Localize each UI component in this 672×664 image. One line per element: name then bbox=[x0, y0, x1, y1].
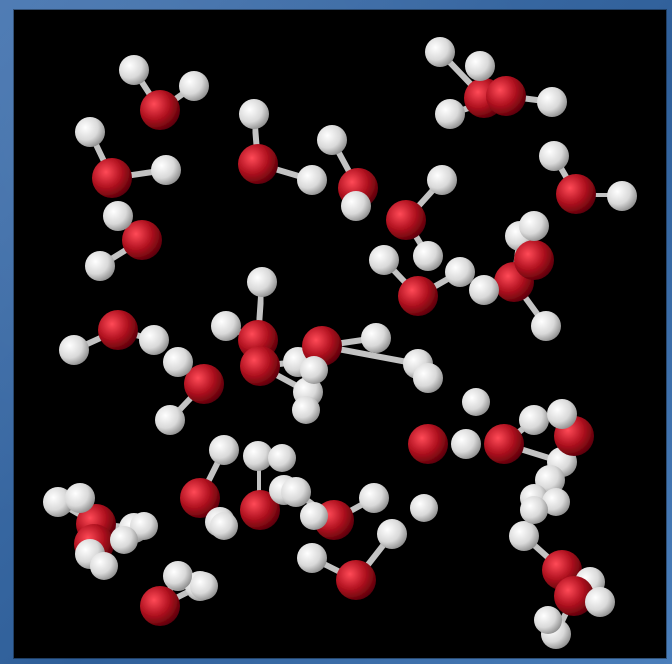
hydrogen-atom bbox=[359, 483, 389, 513]
hydrogen-atom bbox=[520, 496, 548, 524]
hydrogen-atom bbox=[531, 311, 561, 341]
hydrogen-atom bbox=[519, 405, 549, 435]
oxygen-atom bbox=[398, 276, 438, 316]
hydrogen-atom bbox=[130, 512, 158, 540]
hydrogen-atom bbox=[469, 275, 499, 305]
hydrogen-atom bbox=[297, 165, 327, 195]
oxygen-atom bbox=[238, 144, 278, 184]
hydrogen-atom bbox=[607, 181, 637, 211]
oxygen-atom bbox=[92, 158, 132, 198]
hydrogen-atom bbox=[209, 435, 239, 465]
hydrogen-atom bbox=[179, 71, 209, 101]
hydrogen-atom bbox=[542, 488, 570, 516]
hydrogen-atom bbox=[377, 519, 407, 549]
hydrogen-atom bbox=[210, 512, 238, 540]
hydrogen-atom bbox=[361, 323, 391, 353]
hydrogen-atom bbox=[300, 356, 328, 384]
hydrogen-atom bbox=[297, 543, 327, 573]
hydrogen-atom bbox=[465, 51, 495, 81]
hydrogen-atom bbox=[317, 125, 347, 155]
hydrogen-atom bbox=[268, 444, 296, 472]
hydrogen-atom bbox=[462, 388, 490, 416]
hydrogen-atom bbox=[451, 429, 481, 459]
oxygen-atom bbox=[98, 310, 138, 350]
hydrogen-atom bbox=[155, 405, 185, 435]
hydrogen-atom bbox=[509, 521, 539, 551]
hydrogen-atom bbox=[164, 562, 192, 590]
hydrogen-atom bbox=[547, 399, 577, 429]
oxygen-atom bbox=[140, 586, 180, 626]
hydrogen-atom bbox=[239, 99, 269, 129]
hydrogen-atom bbox=[281, 477, 311, 507]
oxygen-atom bbox=[556, 174, 596, 214]
hydrogen-atom bbox=[537, 87, 567, 117]
hydrogen-atom bbox=[103, 201, 133, 231]
hydrogen-atom bbox=[243, 441, 273, 471]
hydrogen-atom bbox=[90, 552, 118, 580]
hydrogen-atom bbox=[151, 155, 181, 185]
atoms-layer bbox=[43, 37, 637, 649]
hydrogen-atom bbox=[425, 37, 455, 67]
hydrogen-atom bbox=[410, 494, 438, 522]
oxygen-atom bbox=[140, 90, 180, 130]
oxygen-atom bbox=[484, 424, 524, 464]
hydrogen-atom bbox=[539, 141, 569, 171]
molecule-scene bbox=[43, 37, 637, 649]
oxygen-atom bbox=[240, 346, 280, 386]
oxygen-atom bbox=[184, 364, 224, 404]
hydrogen-atom bbox=[110, 526, 138, 554]
oxygen-atom bbox=[554, 576, 594, 616]
oxygen-atom bbox=[122, 220, 162, 260]
oxygen-atom bbox=[486, 76, 526, 116]
hydrogen-atom bbox=[85, 251, 115, 281]
hydrogen-atom bbox=[341, 191, 371, 221]
molecule-render-panel bbox=[14, 10, 666, 658]
hydrogen-atom bbox=[534, 606, 562, 634]
hydrogen-atom bbox=[163, 347, 193, 377]
hydrogen-atom bbox=[413, 363, 443, 393]
hydrogen-atom bbox=[65, 483, 95, 513]
oxygen-atom bbox=[302, 326, 342, 366]
hydrogen-atom bbox=[75, 117, 105, 147]
hydrogen-atom bbox=[190, 572, 218, 600]
oxygen-atom bbox=[180, 478, 220, 518]
hydrogen-atom bbox=[369, 245, 399, 275]
hydrogen-atom bbox=[413, 241, 443, 271]
hydrogen-atom bbox=[247, 267, 277, 297]
oxygen-atom bbox=[514, 240, 554, 280]
hydrogen-atom bbox=[292, 396, 320, 424]
oxygen-atom bbox=[240, 490, 280, 530]
hydrogen-atom bbox=[427, 165, 457, 195]
hydrogen-atom bbox=[519, 211, 549, 241]
oxygen-atom bbox=[408, 424, 448, 464]
oxygen-atom bbox=[386, 200, 426, 240]
hydrogen-atom bbox=[59, 335, 89, 365]
hydrogen-atom bbox=[139, 325, 169, 355]
hydrogen-atom bbox=[300, 502, 328, 530]
hydrogen-atom bbox=[119, 55, 149, 85]
oxygen-atom bbox=[336, 560, 376, 600]
hydrogen-atom bbox=[211, 311, 241, 341]
hydrogen-atom bbox=[445, 257, 475, 287]
hydrogen-atom bbox=[435, 99, 465, 129]
hydrogen-atom bbox=[585, 587, 615, 617]
